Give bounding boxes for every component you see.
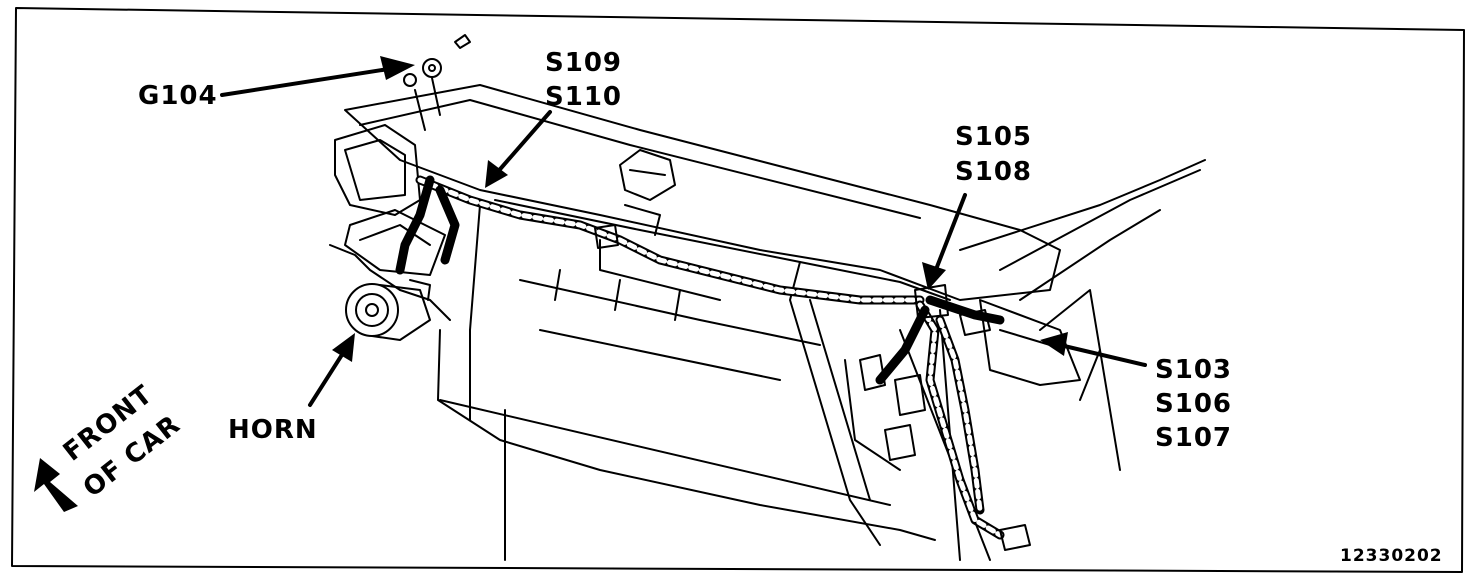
connectors <box>594 224 1031 551</box>
radiator-support <box>344 84 1061 561</box>
fender-right <box>959 159 1206 471</box>
headlamp-left <box>329 124 451 321</box>
label-s105: S105 <box>955 122 1032 152</box>
label-s107: S107 <box>1155 423 1232 453</box>
label-s106: S106 <box>1155 389 1232 419</box>
front-direction-arrow <box>34 458 78 512</box>
label-horn: HORN <box>228 415 318 445</box>
label-s108: S108 <box>955 157 1032 187</box>
figure-border <box>11 7 1465 573</box>
label-g104: G104 <box>138 81 218 111</box>
label-s109: S109 <box>545 48 622 78</box>
figure-number: 12330202 <box>1340 546 1443 566</box>
ground-bolt-g104 <box>403 34 471 131</box>
horn <box>345 279 431 341</box>
hood-latch <box>619 149 676 236</box>
wiring-harness <box>395 175 1005 540</box>
label-s110: S110 <box>545 82 622 112</box>
label-s103: S103 <box>1155 355 1232 385</box>
callout-arrows <box>34 56 1147 512</box>
